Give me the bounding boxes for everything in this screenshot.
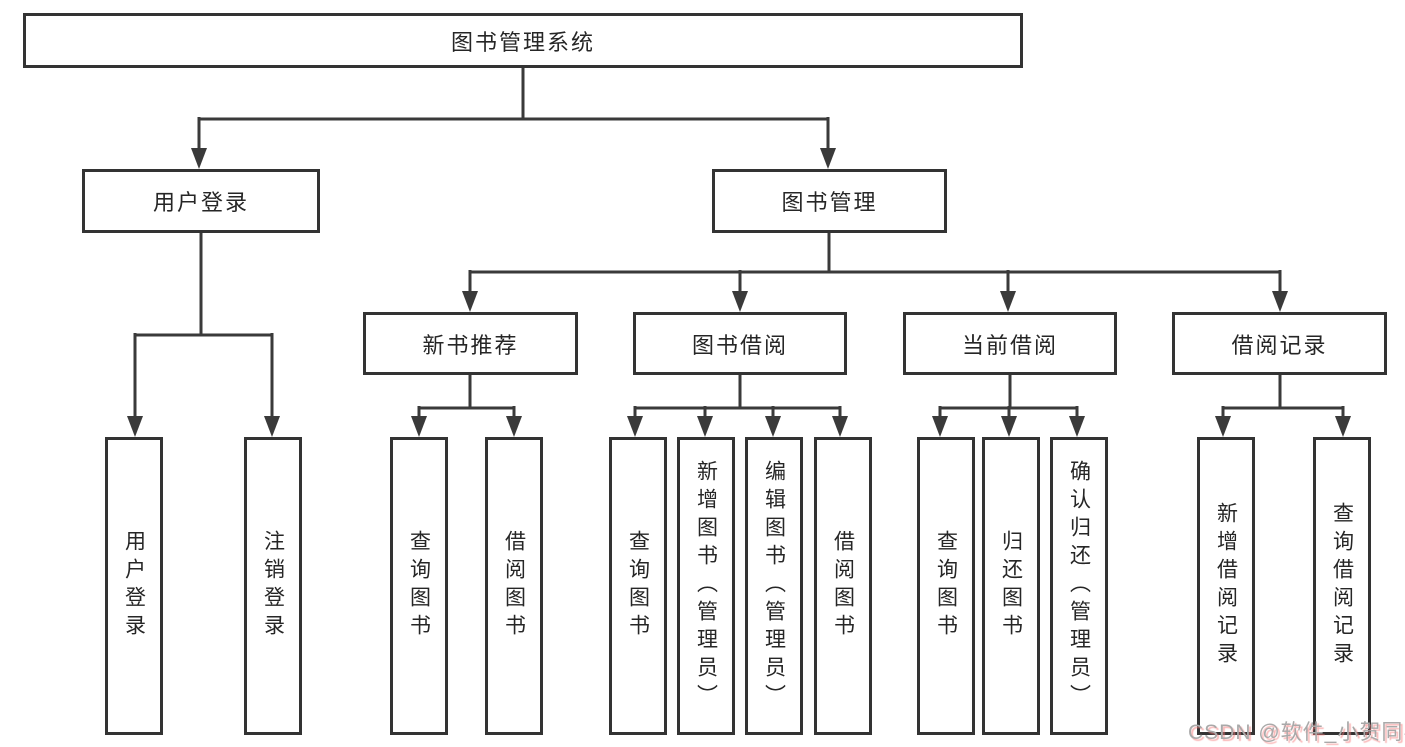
leaf-label: 查询图书	[934, 530, 958, 642]
leaf-borrow-books-recommend: 借阅图书	[485, 437, 543, 735]
arrowhead	[932, 416, 948, 437]
arrowhead	[127, 416, 143, 437]
node-book-management: 图书管理	[712, 169, 947, 233]
arrowhead	[820, 148, 836, 169]
node-library-system: 图书管理系统	[23, 13, 1023, 68]
leaf-label: 注销登录	[261, 530, 285, 642]
leaf-confirm-return-admin: 确认归还（管理员）	[1050, 437, 1108, 735]
leaf-add-books-admin: 新增图书（管理员）	[677, 437, 735, 735]
arrowhead	[506, 416, 522, 437]
connector-root-to-level2	[197, 68, 830, 152]
node-label: 图书管理	[781, 190, 878, 215]
connector-new-book-arrows	[411, 416, 522, 437]
arrowhead	[264, 416, 280, 437]
arrowhead	[191, 148, 207, 169]
leaf-label: 借阅图书	[502, 530, 526, 642]
connector-current-borrowing-children	[938, 375, 1079, 420]
connector-book-borrowing-arrows	[627, 416, 848, 437]
node-label: 用户登录	[152, 190, 249, 215]
arrowhead	[1069, 416, 1085, 437]
connector-book-borrowing-children	[633, 375, 842, 420]
connector-new-book-children	[417, 375, 516, 420]
node-current-borrowing: 当前借阅	[903, 312, 1117, 375]
leaf-label: 查询图书	[407, 530, 431, 642]
connector-user-login-children	[133, 233, 274, 420]
leaf-label: 确认归还（管理员）	[1067, 460, 1091, 712]
connector-user-login-arrows	[127, 416, 280, 437]
arrowhead	[1001, 416, 1017, 437]
arrowhead	[732, 291, 748, 312]
leaf-return-books: 归还图书	[982, 437, 1040, 735]
node-label: 图书管理系统	[450, 29, 595, 55]
arrowhead	[462, 291, 478, 312]
node-label: 图书借阅	[691, 332, 788, 358]
leaf-label: 新增图书（管理员）	[694, 460, 718, 712]
leaf-label: 用户登录	[122, 530, 146, 642]
connector-borrowing-records-arrows	[1215, 416, 1351, 437]
leaf-label: 编辑图书（管理员）	[762, 460, 786, 712]
connector-book-management-arrows	[462, 291, 1288, 312]
arrowhead	[627, 416, 643, 437]
arrowhead	[1335, 416, 1351, 437]
leaf-user-login: 用户登录	[105, 437, 163, 735]
arrowhead	[1000, 291, 1016, 312]
arrowhead	[765, 416, 781, 437]
node-label: 借阅记录	[1231, 332, 1328, 358]
arrowhead	[411, 416, 427, 437]
connector-borrowing-records-children	[1221, 375, 1345, 420]
node-label: 当前借阅	[961, 332, 1058, 358]
arrowhead	[1215, 416, 1231, 437]
leaf-logout: 注销登录	[244, 437, 302, 735]
leaf-query-books-borrowing: 查询图书	[609, 437, 667, 735]
leaf-label: 借阅图书	[831, 530, 855, 642]
connector-book-management-children	[468, 233, 1282, 295]
leaf-label: 新增借阅记录	[1214, 502, 1238, 670]
watermark: CSDN @软件_小贺同学	[1188, 721, 1405, 744]
node-user-login: 用户登录	[82, 169, 320, 233]
leaf-label: 查询图书	[626, 530, 650, 642]
leaf-label: 归还图书	[999, 530, 1023, 642]
arrowhead	[832, 416, 848, 437]
node-borrowing-records: 借阅记录	[1172, 312, 1387, 375]
leaf-add-borrow-record: 新增借阅记录	[1197, 437, 1255, 735]
leaf-query-borrow-record: 查询借阅记录	[1313, 437, 1371, 735]
node-new-book-recommendation: 新书推荐	[363, 312, 578, 375]
node-label: 新书推荐	[422, 332, 519, 358]
connector-root-to-level2-arrows	[191, 148, 836, 169]
leaf-edit-books-admin: 编辑图书（管理员）	[745, 437, 803, 735]
arrowhead	[697, 416, 713, 437]
node-book-borrowing: 图书借阅	[633, 312, 847, 375]
connector-current-borrowing-arrows	[932, 416, 1085, 437]
arrowhead	[1272, 291, 1288, 312]
leaf-query-books-current: 查询图书	[917, 437, 975, 735]
leaf-query-books-recommend: 查询图书	[390, 437, 448, 735]
leaf-borrow-books-borrowing: 借阅图书	[814, 437, 872, 735]
leaf-label: 查询借阅记录	[1330, 502, 1354, 670]
